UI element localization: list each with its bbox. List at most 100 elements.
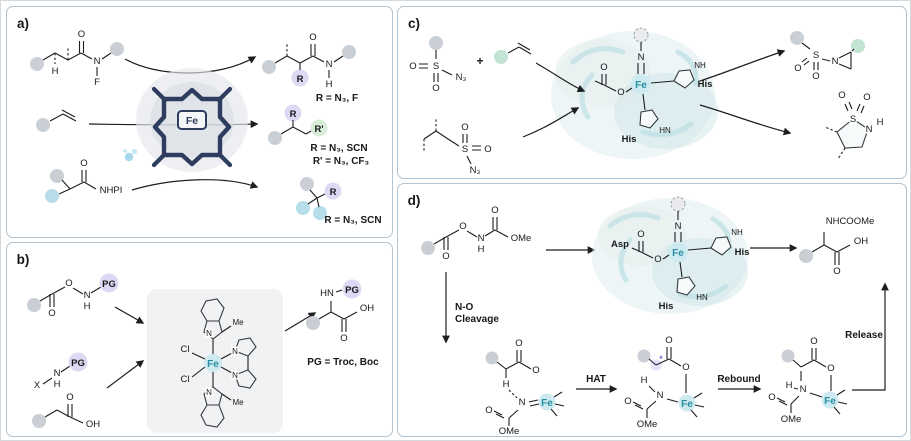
pg-label: PG [71, 358, 85, 369]
blue-light-icon [123, 148, 138, 162]
atom-label: N [206, 329, 212, 338]
atom-label: H [52, 66, 59, 77]
atom-label: N [232, 371, 238, 380]
product-sultam: S N H O O [824, 90, 884, 160]
catalyst-fe-label: Fe [186, 115, 198, 127]
atom-label: N [94, 56, 101, 67]
gray-ball [790, 31, 804, 45]
pg-definition-note: PG = Troc, Boc [307, 357, 379, 368]
atom-label: O [833, 266, 840, 277]
atom-label: O [617, 87, 624, 98]
atom-label: N₃ [456, 72, 467, 83]
atom-label: O [309, 32, 316, 43]
atom-label: O [812, 71, 819, 82]
product-r-rprime: R R' R = N₃, SCN R' = N₃, CF₃ [268, 104, 370, 167]
gray-ball [342, 45, 356, 59]
atom-label: NHCOOMe [826, 216, 875, 227]
atom-label: O [654, 254, 661, 265]
blue-ball [45, 189, 59, 203]
substrate-sulfonyl-azide: S O O N₃ [409, 36, 466, 94]
atom-label: OH [854, 236, 868, 247]
atom-label: H [641, 375, 648, 386]
note-r-mid: R = N₃, SCN [310, 143, 367, 154]
fe-highlight [821, 391, 839, 409]
atom-label: O [78, 29, 85, 40]
r-group-label: R [290, 109, 297, 120]
atom-label: Cl [181, 344, 190, 355]
atom-label: N₃ [470, 165, 481, 176]
pg-highlight [99, 273, 119, 293]
atom-label: O [768, 392, 775, 403]
r-highlight [324, 182, 342, 200]
rprime-highlight [310, 119, 328, 137]
step-label-no-cleavage: Cleavage [455, 314, 499, 325]
substrate-alkyl-sulfonyl-azide: S O O N₃ [423, 119, 492, 176]
gray-ball [36, 118, 50, 132]
substrate-carbamate-ester: O O N H O OMe [421, 205, 531, 262]
reaction-arrows-b [106, 306, 317, 389]
atom-label: O [624, 396, 631, 407]
atom-label: H [877, 117, 884, 128]
atom-label: O [340, 333, 347, 344]
intermediate-radical: * O O H N Fe O OMe [624, 335, 705, 430]
atom-label: O [794, 63, 801, 74]
atom-label: H [84, 301, 91, 312]
active-site: N Fe Asp O O NH His HN His [611, 196, 749, 312]
atom-label: H [503, 379, 510, 390]
generic-substituent-ball [633, 27, 649, 43]
fe-highlight [668, 242, 688, 262]
iron-bisbenzimidazole-catalyst: Me N Me N Cl Cl N N [181, 298, 257, 428]
atom-label: N [638, 52, 645, 63]
panel-d: d) O O N H O OMe [397, 183, 907, 437]
pg-highlight [68, 352, 88, 372]
gray-ball [110, 42, 124, 56]
panel-c: c) S O O N₃ + S O O [397, 6, 907, 179]
radical-mark: * [659, 354, 663, 364]
gray-ball [268, 131, 282, 145]
gray-ball [27, 298, 41, 312]
atom-label: H [786, 380, 793, 391]
atom-label: O [80, 158, 87, 169]
gray-ball [421, 241, 435, 255]
atom-label: H [326, 79, 333, 90]
atom-label: O [484, 144, 491, 155]
note-rprime-mid: R' = N₃, CF₃ [313, 156, 370, 167]
atom-label: O [838, 90, 845, 101]
atom-label: N [866, 124, 873, 135]
atom-label: O [682, 362, 689, 373]
substrate-x-nh-pg: X N H PG [34, 352, 88, 391]
atom-label: N [232, 347, 238, 356]
atom-label: N [675, 221, 682, 232]
arrow-release [852, 282, 889, 391]
atom-label: H [478, 244, 485, 255]
r-group-label: R [330, 187, 337, 198]
substrate-alkene [36, 109, 77, 132]
atom-label: O [409, 61, 416, 72]
atom-label: S [433, 61, 439, 72]
substrate-alkene-green [494, 42, 532, 64]
atom-label: F [94, 77, 100, 88]
atom-label: O [827, 363, 834, 374]
iron-porphyrin-catalyst: Fe [136, 68, 248, 172]
atom-label: O [810, 336, 817, 347]
atom-label: OH [86, 419, 100, 430]
gray-ball [300, 177, 314, 191]
step-label-rebound: Rebound [717, 374, 760, 385]
atom-label: Me [232, 398, 244, 407]
gray-ball [262, 60, 276, 74]
atom-label: NH [731, 228, 743, 237]
atom-label: H [54, 379, 61, 390]
atom-label: Me [232, 318, 244, 327]
atom-label: HN [320, 288, 334, 299]
product-carbamate-amino-acid: NHCOOMe O OH [799, 216, 874, 277]
blue-ball [313, 206, 327, 220]
panel-b-canvas: b) O O N H PG X N H PG [17, 252, 379, 433]
atom-label: S [813, 50, 819, 61]
fe-label: Fe [207, 359, 219, 370]
gray-ball [781, 349, 795, 363]
product-r-amide: R O N H R = N₃, F [262, 32, 358, 104]
active-site: N Fe O O NH His HN His [594, 27, 712, 145]
atom-label: N [478, 233, 485, 244]
intermediate-imido: O O H N Fe O OMe [485, 338, 565, 436]
intermediate-rebound: O O H N Fe O OMe [768, 336, 848, 425]
